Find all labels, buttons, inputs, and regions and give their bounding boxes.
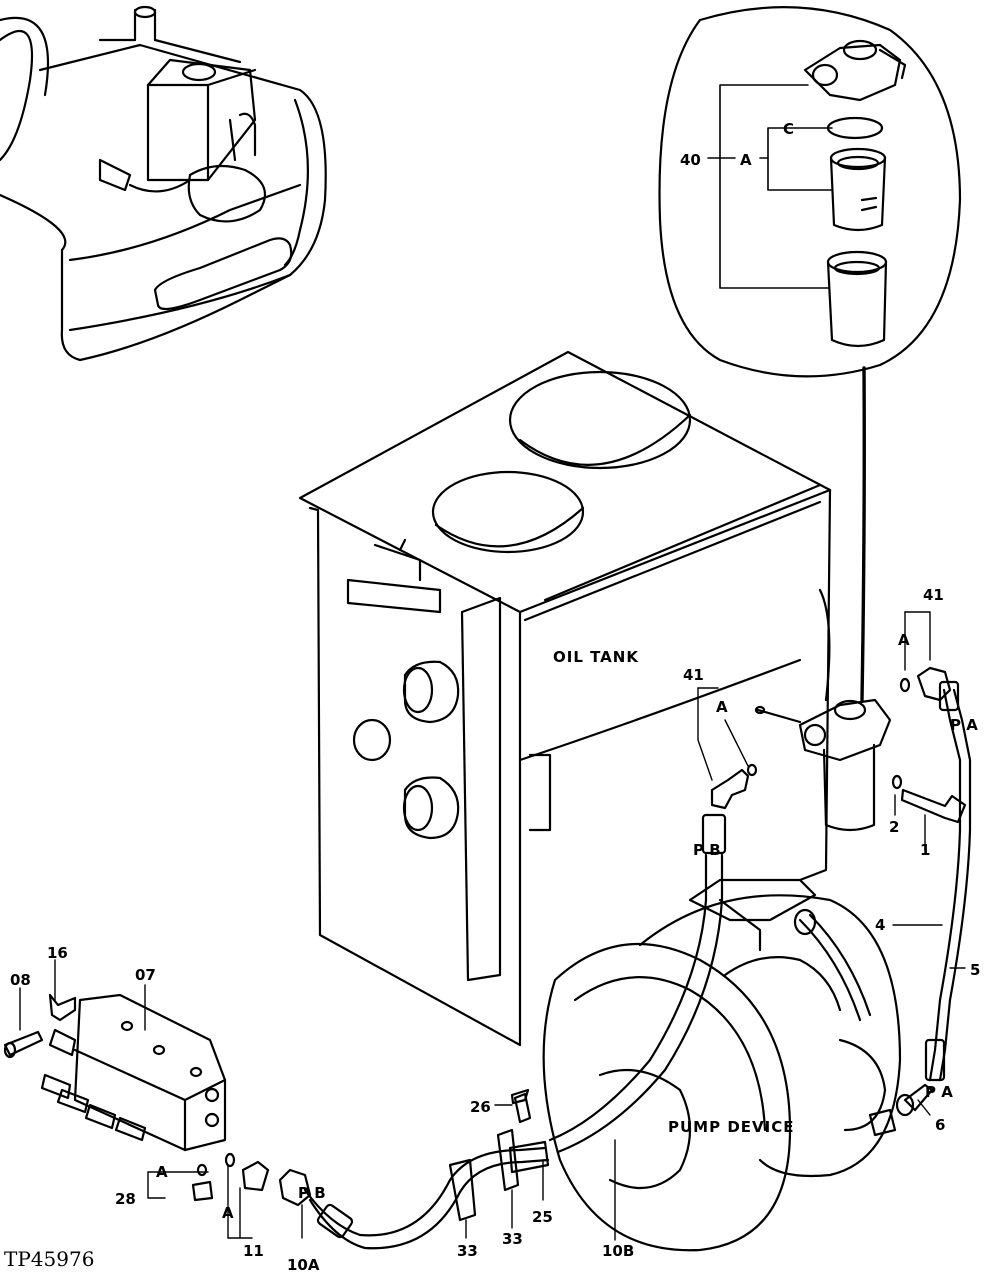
callout-41-left: 41 (683, 666, 704, 684)
callout-41-right: 41 (923, 586, 944, 604)
inset-leader-line (860, 366, 866, 702)
filter-detail-inset (658, 6, 962, 378)
pump-device-illustration (542, 878, 902, 1252)
callout-40-a: A (740, 151, 752, 169)
hose-mark-pb-upper: P B (693, 841, 721, 859)
hose-mark-pb-lower: P B (298, 1184, 326, 1202)
hose-mark-pa-lower: P A (925, 1083, 953, 1101)
callout-10b: 10B (602, 1242, 634, 1260)
pump-device-label: PUMP DEVICE (668, 1118, 794, 1136)
callout-40-c: C (783, 120, 794, 138)
hose-bottom (278, 1088, 550, 1250)
figure-id-label: TP45976 (4, 1247, 94, 1271)
callout-11: 11 (243, 1242, 264, 1260)
callout-1: 1 (920, 841, 930, 859)
callout-4: 4 (875, 916, 885, 934)
callout-16: 16 (47, 944, 68, 962)
callout-08: 08 (10, 971, 31, 989)
callout-5: 5 (970, 961, 980, 979)
callout-33-right: 33 (502, 1230, 523, 1248)
callout-2: 2 (889, 818, 899, 836)
machine-overview-illustration (0, 5, 327, 362)
callout-26: 26 (470, 1098, 491, 1116)
callout-11-a: A (222, 1204, 234, 1222)
callout-28-a: A (156, 1163, 168, 1181)
callout-41-right-a: A (898, 631, 910, 649)
hose-right (895, 680, 972, 1117)
callout-28: 28 (115, 1190, 136, 1208)
callout-leaders (19, 611, 966, 1241)
oil-tank-label: OIL TANK (553, 648, 639, 666)
hose-center (548, 813, 727, 1154)
callout-41-left-a: A (716, 698, 728, 716)
callout-25: 25 (532, 1208, 553, 1226)
valve-block (3, 993, 270, 1202)
oil-tank-illustration (298, 350, 832, 1047)
callout-40: 40 (680, 151, 701, 169)
callout-07: 07 (135, 966, 156, 984)
callout-6: 6 (935, 1116, 945, 1134)
return-filter (710, 666, 967, 832)
hose-mark-pa-upper: P A (950, 716, 978, 734)
callout-33-left: 33 (457, 1242, 478, 1260)
callout-10a: 10A (287, 1256, 320, 1274)
